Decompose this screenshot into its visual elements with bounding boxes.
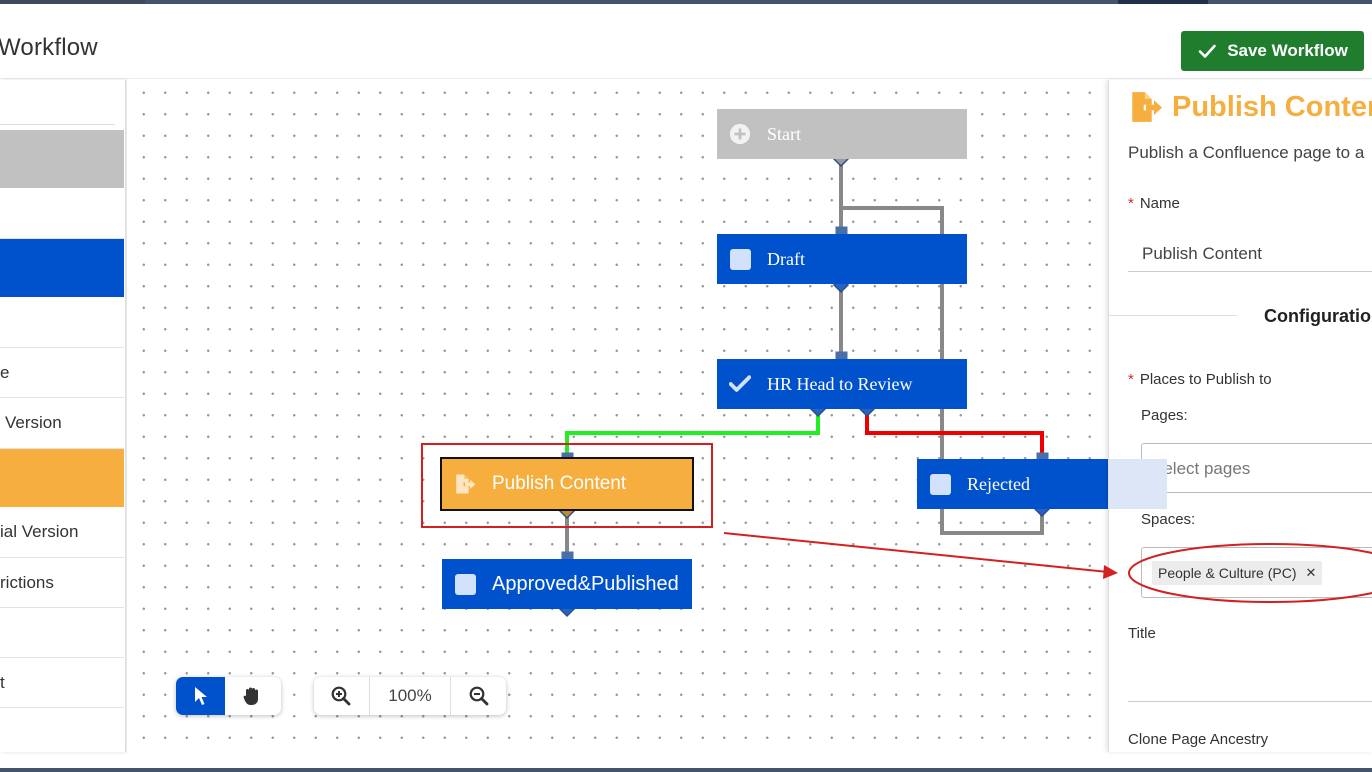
sidebar-item-restrictions[interactable]: rictions: [0, 558, 124, 608]
pointer-icon: [194, 687, 207, 705]
publish-doc-icon: [454, 473, 476, 495]
space-tag: People & Culture (PC) ✕: [1152, 561, 1323, 585]
node-draft[interactable]: Draft: [717, 234, 967, 284]
node-start[interactable]: Start: [717, 109, 967, 159]
properties-panel: Publish Conten Publish a Confluence page…: [1108, 80, 1372, 752]
space-tag-label: People & Culture (PC): [1158, 565, 1297, 581]
node-start-label: Start: [767, 123, 801, 144]
select-tool-button[interactable]: [176, 677, 225, 715]
node-rejected-label: Rejected: [967, 473, 1030, 494]
bottom-bar: [0, 768, 1372, 772]
node-approved-published-label: Approved&Published: [492, 572, 679, 595]
pages-label: Pages:: [1141, 407, 1188, 424]
section-divider: [1109, 315, 1237, 316]
name-underline: [1128, 271, 1372, 272]
checkbox-icon: [929, 473, 951, 495]
node-hr-head-review[interactable]: HR Head to Review: [717, 359, 967, 409]
hand-icon: [243, 687, 258, 705]
node-draft-label: Draft: [767, 248, 805, 269]
publish-doc-icon: [1128, 91, 1164, 128]
node-publish-content-label: Publish Content: [492, 473, 627, 494]
spaces-label: Spaces:: [1141, 511, 1196, 528]
zoom-in-button[interactable]: [314, 677, 370, 715]
section-title: Configuratio: [1264, 306, 1371, 326]
pages-select[interactable]: Select pages: [1141, 443, 1372, 493]
workflow-edges: [558, 150, 1051, 618]
panel-title: Publish Conten: [1172, 91, 1372, 123]
left-sidebar: e Version ial Version rictions t: [0, 80, 126, 752]
node-overlap-highlight: [1109, 459, 1167, 509]
checkmark-icon: [1198, 44, 1216, 58]
edge-approve[interactable]: [565, 408, 820, 457]
name-label: *Name: [1128, 195, 1180, 212]
check-icon: [729, 373, 751, 395]
places-label: *Places to Publish to: [1128, 371, 1272, 388]
checkbox-icon: [729, 248, 751, 270]
sidebar-item-initial-version[interactable]: ial Version: [0, 507, 124, 558]
clone-ancestry-label: Clone Page Ancestry: [1128, 731, 1269, 748]
node-approved-published[interactable]: Approved&Published: [442, 559, 692, 609]
page-title: Workflow: [0, 34, 98, 61]
sidebar-item[interactable]: e: [0, 348, 124, 398]
save-workflow-button[interactable]: Save Workflow: [1181, 31, 1364, 71]
top-app-bar: [0, 0, 1372, 4]
edge-reject[interactable]: [865, 408, 1044, 457]
sidebar-item[interactable]: t: [0, 658, 124, 708]
zoom-in-icon: [331, 686, 351, 706]
name-input[interactable]: Publish Content: [1142, 244, 1263, 263]
title-underline: [1128, 701, 1372, 702]
panel-description: Publish a Confluence page to a: [1128, 143, 1365, 162]
plus-circle-icon: [729, 123, 751, 145]
workflow-canvas[interactable]: Start Draft HR Head to Review Publish Co…: [127, 80, 1167, 752]
canvas-mode-toolbar: [176, 677, 281, 715]
save-workflow-label: Save Workflow: [1227, 41, 1348, 60]
zoom-level: 100%: [370, 677, 452, 715]
sidebar-item[interactable]: [0, 298, 124, 348]
zoom-toolbar: 100%: [314, 677, 506, 715]
node-publish-content[interactable]: Publish Content: [440, 457, 694, 511]
pages-placeholder: Select pages: [1152, 459, 1251, 478]
checkbox-icon: [454, 573, 476, 595]
sidebar-item-blue[interactable]: [0, 239, 124, 297]
annotation-box: [421, 443, 713, 528]
zoom-out-button[interactable]: [451, 677, 506, 715]
pan-tool-button[interactable]: [225, 677, 281, 715]
close-icon[interactable]: ✕: [1305, 565, 1317, 580]
sidebar-item-version[interactable]: Version: [0, 398, 124, 449]
header-divider: [0, 78, 1372, 79]
node-hr-head-review-label: HR Head to Review: [767, 373, 913, 394]
zoom-out-icon: [469, 686, 489, 706]
sidebar-item-orange[interactable]: [0, 449, 124, 507]
sidebar-divider: [0, 124, 115, 125]
spaces-select[interactable]: People & Culture (PC) ✕: [1141, 547, 1372, 598]
title-label: Title: [1128, 625, 1156, 642]
sidebar-item-gray[interactable]: [0, 130, 124, 188]
sidebar-item[interactable]: [0, 188, 124, 239]
sidebar-item[interactable]: [0, 608, 124, 658]
